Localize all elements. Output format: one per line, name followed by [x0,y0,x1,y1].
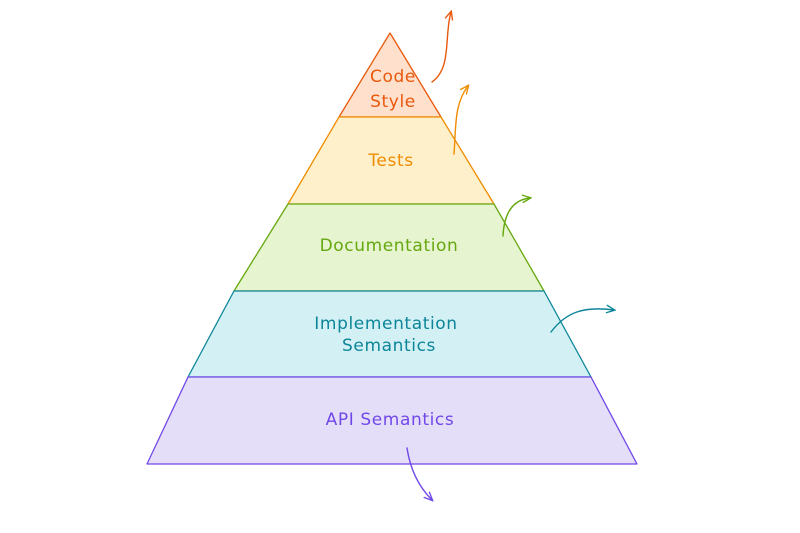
level-implementation-semantics-label-line-1: Implementation [314,314,457,334]
arrow-tests [453,86,468,155]
arrow-code-style [431,12,451,83]
arrow-api-semantics [406,447,432,500]
level-code-style-label-line-1: Code [370,67,416,87]
level-tests: Tests [287,116,495,205]
level-implementation-semantics: Implementation Semantics [187,290,592,378]
level-api-semantics-label: API Semantics [326,410,455,430]
level-tests-label: Tests [367,151,413,171]
arrow-documentation [502,198,530,237]
level-code-style: Code Style [338,32,442,118]
level-api-semantics-band [146,376,638,465]
level-documentation: Documentation [233,203,545,292]
level-code-style-label-line-2: Style [370,92,416,112]
level-implementation-semantics-label-line-2: Semantics [342,336,436,356]
level-api-semantics: API Semantics [146,376,638,465]
level-documentation-label: Documentation [320,236,459,256]
level-implementation-semantics-band [187,290,592,378]
arrow-implementation-semantics [550,309,614,333]
